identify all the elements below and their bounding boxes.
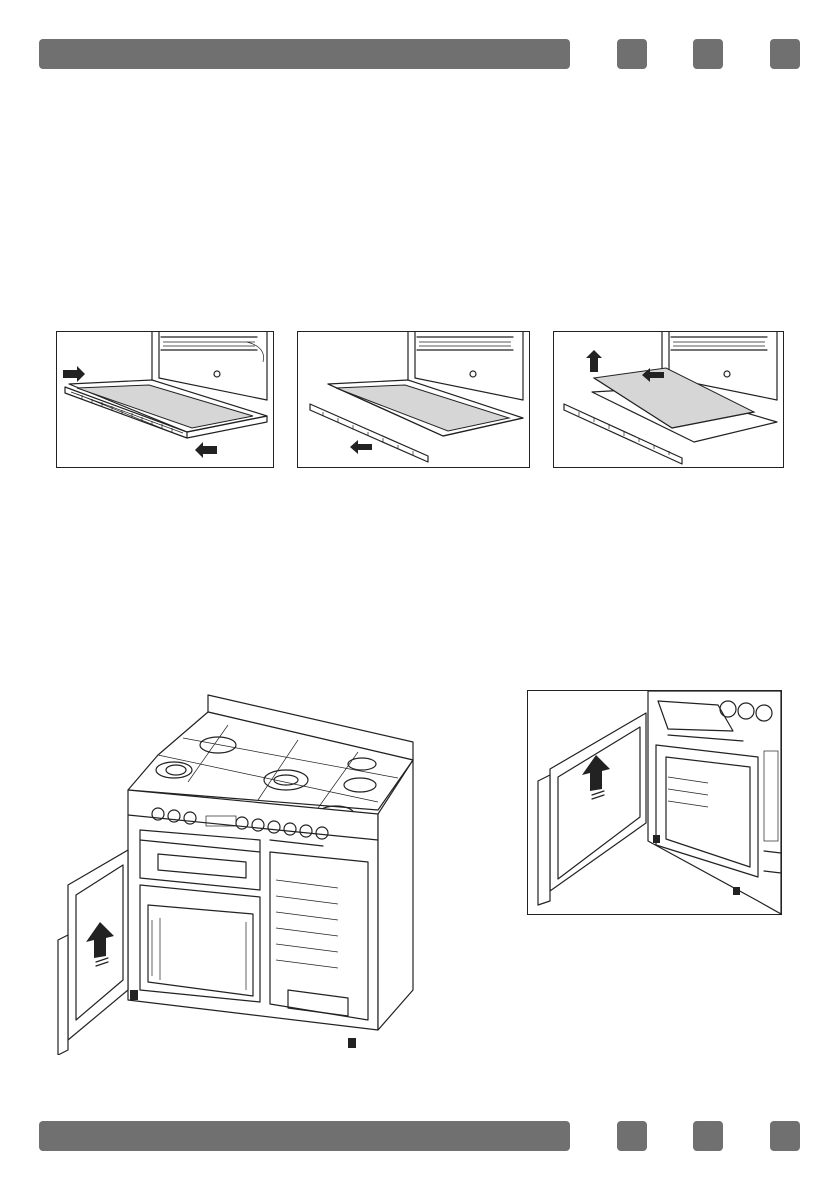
remove-inner-glass-step-3 (553, 331, 784, 468)
footer-square-3 (770, 1121, 800, 1151)
header-square-3 (770, 39, 800, 69)
header-square-1 (617, 39, 647, 69)
footer-square-1 (617, 1121, 647, 1151)
remove-inner-glass-step-2 (297, 331, 530, 468)
arrow-pull-icon (350, 440, 372, 454)
door-removal-detail (527, 690, 782, 915)
footer-square-2 (693, 1121, 723, 1151)
remove-inner-glass-step-1 (56, 331, 274, 468)
header-square-2 (693, 39, 723, 69)
footer-bar (39, 1121, 570, 1151)
header-bar (39, 39, 570, 69)
range-cooker-door-removal (48, 690, 448, 1055)
